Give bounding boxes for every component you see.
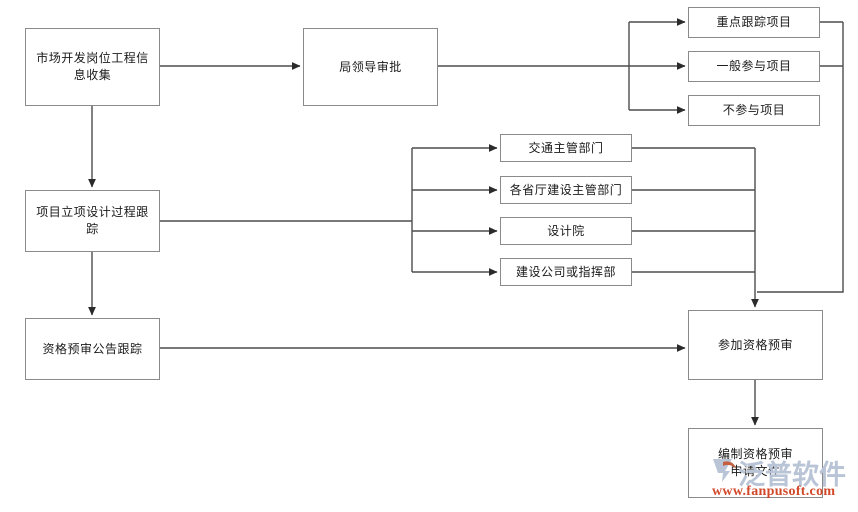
node-label: 设计院 (547, 223, 585, 238)
node-bureau-leader-approval[interactable]: 局领导审批 (303, 28, 438, 106)
node-transport-authority[interactable]: 交通主管部门 (500, 134, 632, 162)
node-market-development-info-collection[interactable]: 市场开发岗位工程信 息收集 (25, 28, 160, 106)
node-construction-company-or-command[interactable]: 建设公司或指挥部 (500, 258, 632, 286)
node-label: 参加资格预审 (717, 337, 793, 352)
node-join-prequalification[interactable]: 参加资格预审 (688, 310, 823, 380)
node-non-participation-project[interactable]: 不参与项目 (688, 95, 820, 126)
node-label: 资格预审公告跟踪 (42, 341, 143, 356)
node-project-approval-design-tracking[interactable]: 项目立项设计过程跟 踪 (25, 190, 160, 252)
node-label: 不参与项目 (722, 103, 786, 117)
node-label: 各省厅建设主管部门 (509, 182, 623, 197)
node-label: 建设公司或指挥部 (515, 264, 616, 279)
node-label: 重点跟踪项目 (716, 15, 792, 29)
node-key-tracking-project[interactable]: 重点跟踪项目 (688, 7, 820, 38)
node-label: 一般参与项目 (716, 59, 792, 73)
node-prepare-prequalification-documents[interactable]: 编制资格预审 申请文件 (688, 428, 823, 498)
node-label: 局领导审批 (339, 59, 402, 74)
node-general-participation-project[interactable]: 一般参与项目 (688, 51, 820, 82)
node-design-institute[interactable]: 设计院 (500, 217, 632, 245)
node-provincial-construction-authority[interactable]: 各省厅建设主管部门 (500, 176, 632, 204)
node-label: 编制资格预审 申请文件 (717, 447, 793, 478)
node-label: 市场开发岗位工程信 息收集 (36, 51, 149, 82)
node-label: 交通主管部门 (528, 140, 604, 155)
node-label: 项目立项设计过程跟 踪 (36, 205, 149, 236)
node-prequalification-announcement-tracking[interactable]: 资格预审公告跟踪 (25, 318, 160, 380)
